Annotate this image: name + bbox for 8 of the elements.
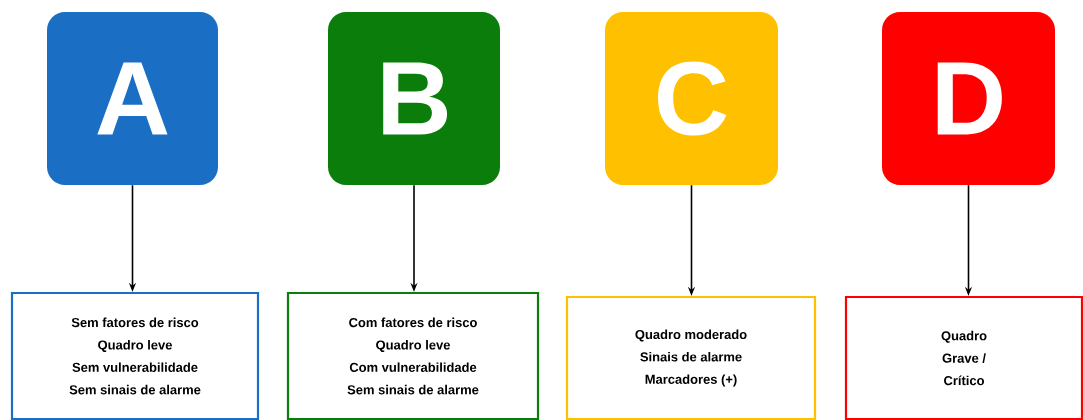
text-box: Sem fatores de risco Quadro leve Sem vulnerabilidade Sem sinais de alarme bbox=[10, 291, 260, 420]
text-box: Quadro moderado Sinais de alarme Marcadores (+) bbox=[565, 295, 817, 420]
letter-box: A bbox=[47, 12, 218, 185]
letter-box: C bbox=[605, 12, 778, 185]
letter-box: D bbox=[882, 12, 1055, 185]
text-box: Com fatores de risco Quadro leve Com vulnerabilidade Sem sinais de alarme bbox=[286, 291, 540, 420]
text-box: Quadro Grave / Crítico bbox=[844, 295, 1083, 420]
letter-box: B bbox=[328, 12, 500, 185]
